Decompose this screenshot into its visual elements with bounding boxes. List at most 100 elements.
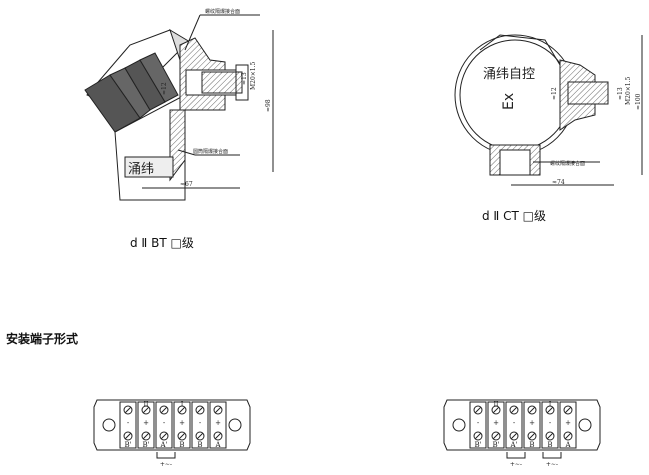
screw-icon[interactable] — [473, 405, 483, 415]
terminal-group-label: II — [144, 401, 149, 408]
screw-icon[interactable] — [141, 405, 151, 415]
polarity-bracket — [542, 452, 562, 459]
screw-slot — [160, 406, 168, 414]
terminal-polarity: - — [163, 419, 166, 427]
screw-icon[interactable] — [177, 405, 187, 415]
terminal-polarity: + — [215, 419, 221, 427]
terminal-block-left: -B'+B'II-A'+BI-B+A+∼- — [93, 399, 251, 468]
terminal-label: B' — [124, 441, 131, 449]
terminal-polarity: - — [549, 419, 552, 427]
terminal-group-label: II — [494, 401, 499, 408]
polarity-label: +∼- — [546, 461, 558, 468]
section-title: 安装端子形式 — [6, 332, 79, 346]
screw-slot — [474, 406, 482, 414]
screw-icon[interactable] — [213, 431, 223, 441]
screw-icon[interactable] — [213, 405, 223, 415]
screw-slot — [564, 432, 572, 440]
terminal-label: B — [197, 441, 202, 449]
screw-slot — [142, 406, 150, 414]
screw-slot — [160, 432, 168, 440]
screw-icon[interactable] — [473, 431, 483, 441]
screw-icon[interactable] — [545, 405, 555, 415]
dim-width-right: ≈74 — [552, 179, 565, 186]
terminal-group-label: I — [181, 401, 184, 408]
polarity-bracket — [156, 452, 176, 459]
screw-icon[interactable] — [159, 431, 169, 441]
screw-slot — [510, 432, 518, 440]
screw-icon[interactable] — [563, 431, 573, 441]
left-caption: d Ⅱ BT □级 — [130, 236, 194, 250]
screw-slot — [124, 406, 132, 414]
terminal-label: B — [179, 441, 184, 449]
dim-width-left: ≈67 — [180, 181, 193, 188]
thread-left: M20×1.5 — [250, 61, 257, 90]
ex-mark: Ex — [501, 93, 517, 110]
screw-slot — [474, 432, 482, 440]
terminal-label: B' — [474, 441, 481, 449]
screw-slot — [528, 406, 536, 414]
terminal-label: B — [529, 441, 534, 449]
dim-height-right: ≈100 — [635, 93, 642, 110]
terminal-polarity: + — [179, 419, 185, 427]
screw-icon[interactable] — [195, 431, 205, 441]
terminal-polarity: - — [127, 419, 130, 427]
screw-slot — [214, 432, 222, 440]
thread-joint-label-left: 螺纹隔爆接合面 — [205, 8, 240, 15]
screw-icon[interactable] — [509, 431, 519, 441]
screw-slot — [124, 432, 132, 440]
terminal-label: A' — [510, 441, 518, 449]
screw-slot — [196, 406, 204, 414]
mounting-hole-icon — [228, 418, 242, 432]
screw-slot — [546, 406, 554, 414]
polarity-bracket — [506, 452, 526, 459]
right-junction-box-drawing: 涌纬自控 Ex 螺纹隔爆接合面 ≈74 ≈100 ≈12 ≈13 M20×1.5 — [454, 34, 643, 186]
screw-icon[interactable] — [177, 431, 187, 441]
screw-icon[interactable] — [509, 405, 519, 415]
screw-icon[interactable] — [527, 431, 537, 441]
screw-icon[interactable] — [491, 431, 501, 441]
terminal-label: B — [547, 441, 552, 449]
screw-slot — [546, 432, 554, 440]
terminal-base — [443, 399, 601, 451]
screw-slot — [142, 432, 150, 440]
right-brand-label: 涌纬自控 — [483, 67, 535, 82]
screw-icon[interactable] — [545, 431, 555, 441]
terminal-polarity: + — [143, 419, 149, 427]
mounting-hole-icon — [578, 418, 592, 432]
dim-outer-left: ≈13 — [241, 72, 248, 85]
screw-icon[interactable] — [527, 405, 537, 415]
polarity-label: +∼- — [510, 461, 522, 468]
screw-icon[interactable] — [159, 405, 169, 415]
screw-icon[interactable] — [491, 405, 501, 415]
left-brand-label: 涌纬 — [128, 162, 154, 177]
screw-slot — [564, 406, 572, 414]
dim-height-left: ≈98 — [265, 99, 272, 112]
right-caption: d Ⅱ CT □级 — [482, 209, 547, 223]
screw-icon[interactable] — [563, 405, 573, 415]
screw-icon[interactable] — [123, 431, 133, 441]
mounting-hole-icon — [102, 418, 116, 432]
screw-slot — [196, 432, 204, 440]
cylinder-joint-label-left: 圆筒隔爆接合面 — [193, 148, 228, 155]
screw-icon[interactable] — [123, 405, 133, 415]
polarity-label: +∼- — [160, 461, 172, 468]
terminal-block-right: -B'+B'II-A'+B-BI+A+∼-+∼- — [443, 399, 601, 468]
terminal-polarity: - — [199, 419, 202, 427]
screw-icon[interactable] — [195, 405, 205, 415]
terminal-polarity: + — [529, 419, 535, 427]
terminal-group-label: I — [549, 401, 552, 408]
dim-outer-right: ≈13 — [617, 87, 624, 100]
terminal-polarity: - — [513, 419, 516, 427]
dim-inner-right: ≈12 — [551, 87, 558, 100]
terminal-polarity: + — [493, 419, 499, 427]
terminal-label: B' — [492, 441, 499, 449]
thread-right: M20×1.5 — [625, 76, 632, 105]
terminal-polarity: + — [565, 419, 571, 427]
left-junction-box-drawing: 涌纬 螺纹隔爆接合面 圆筒隔爆接合面 ≈67 ≈98 ≈12 ≈13 M20×1… — [84, 8, 274, 201]
screw-slot — [492, 406, 500, 414]
terminal-label: A — [564, 441, 571, 449]
screw-slot — [492, 432, 500, 440]
screw-icon[interactable] — [141, 431, 151, 441]
terminal-label: A' — [160, 441, 168, 449]
